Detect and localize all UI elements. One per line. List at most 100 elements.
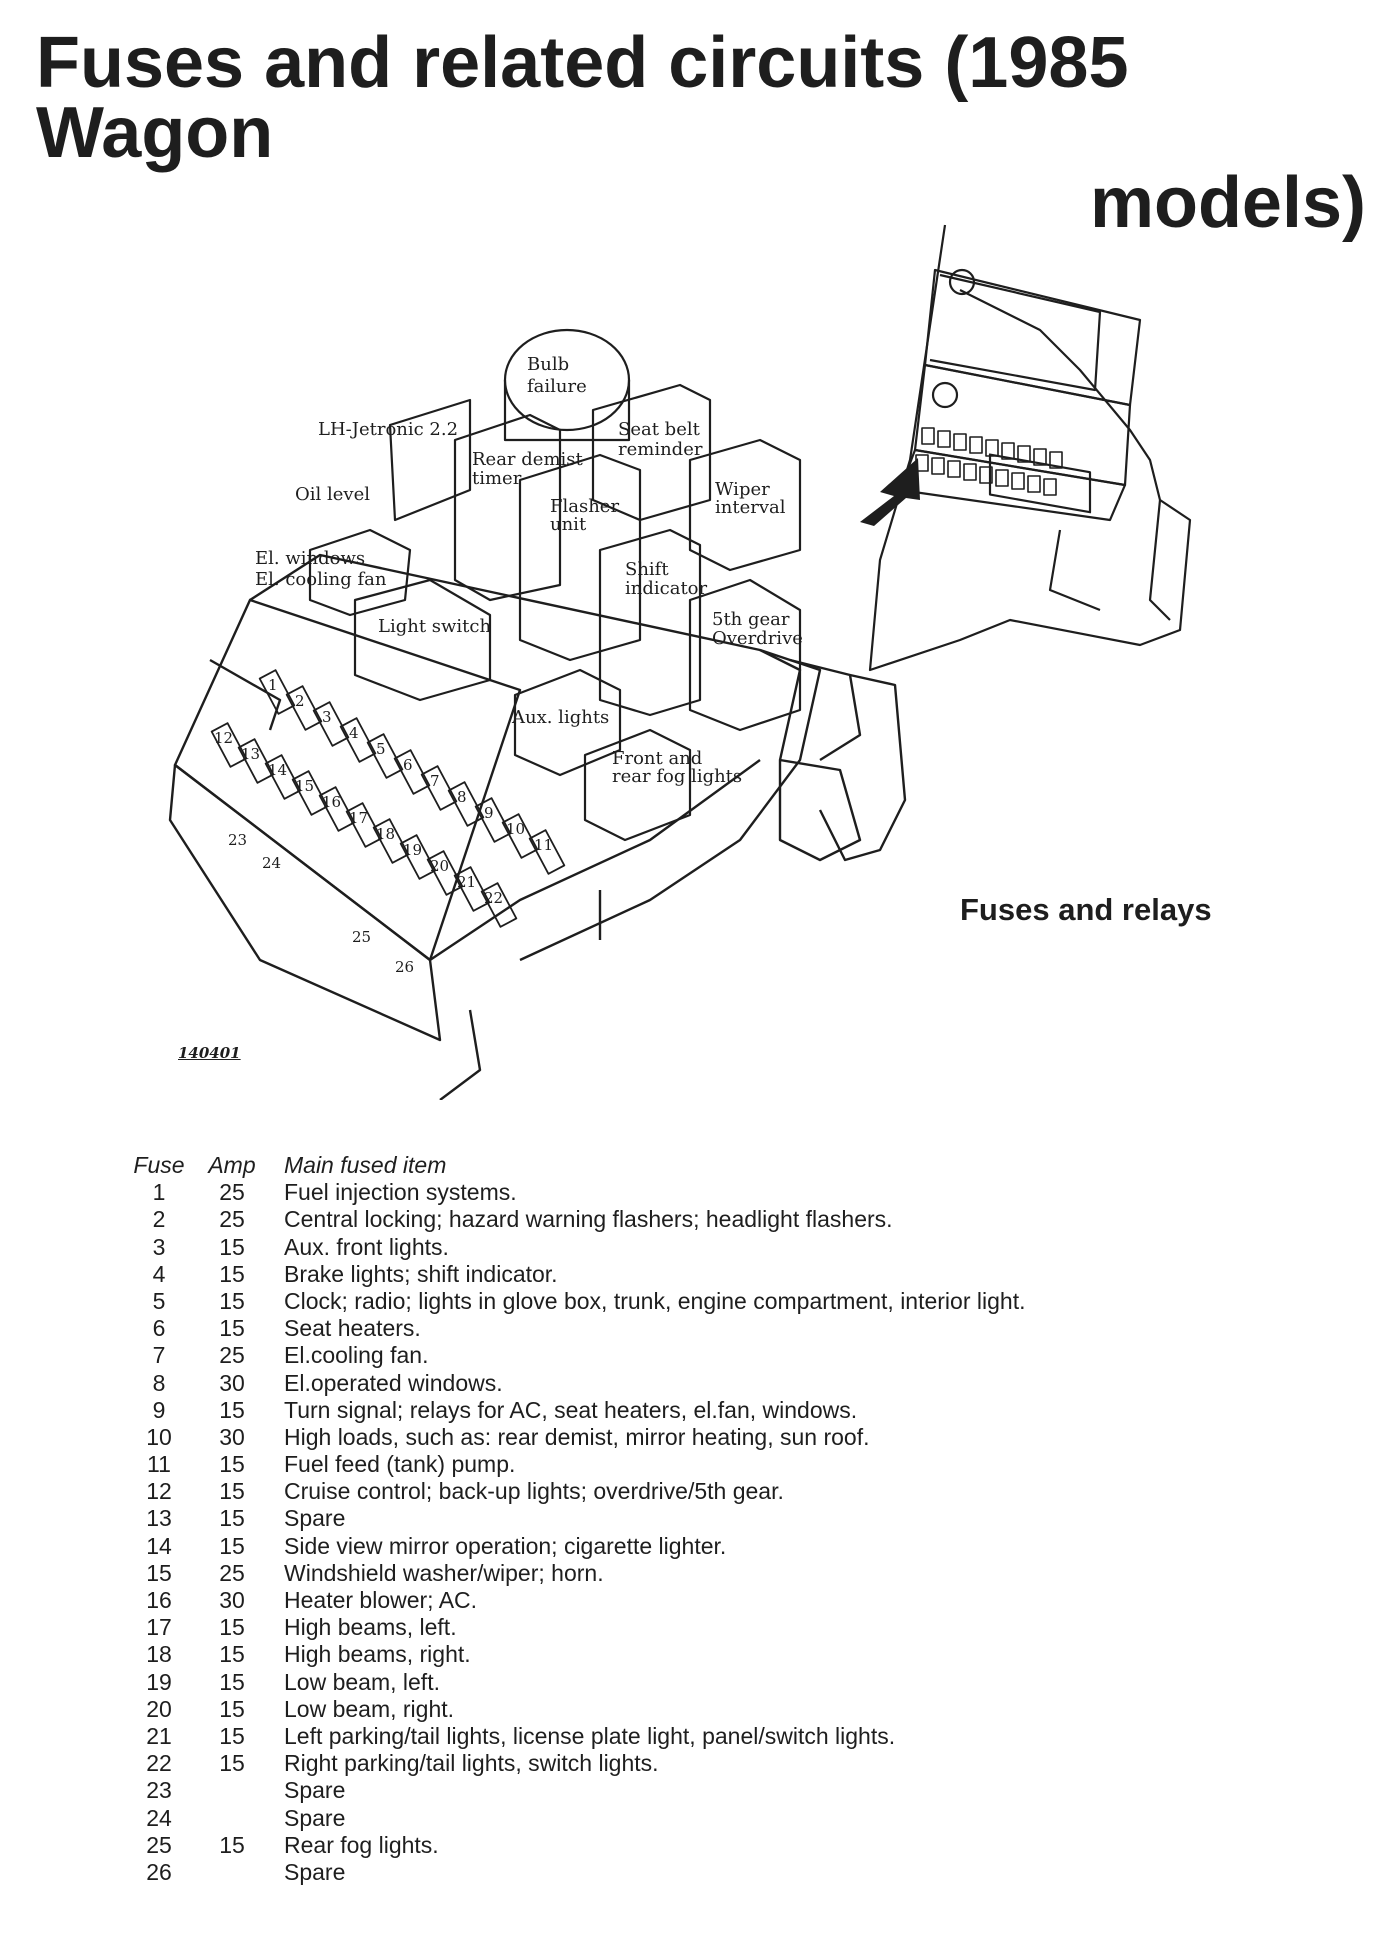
amp-cell: 15	[219, 1315, 245, 1342]
relay-blocks	[308, 328, 802, 842]
fused-item-cell: Fuel injection systems.	[284, 1179, 517, 1206]
fuse-number-17: 17	[349, 809, 368, 827]
header-main-fused-item: Main fused item	[284, 1152, 447, 1178]
fuse-number-cell: 26	[146, 1858, 172, 1885]
amp-cell: 15	[219, 1260, 245, 1287]
fuse-slots	[210, 669, 566, 928]
relay-wiper-interval-label-1: Wiper	[715, 479, 770, 500]
fuse-number-4: 4	[349, 724, 359, 742]
fused-item-cell: Windshield washer/wiper; horn.	[284, 1559, 604, 1586]
fused-item-cell: Spare	[284, 1505, 346, 1532]
amp-cell: 15	[219, 1750, 245, 1777]
fuse-table-header: Fuse Amp Main fused item	[128, 1152, 1128, 1179]
fused-item-cell: Heater blower; AC.	[284, 1587, 478, 1613]
relay-flasher-unit-label-1: Flasher	[550, 496, 619, 517]
amp-cell: 15	[219, 1451, 245, 1478]
page-title-line2: models)	[1089, 163, 1366, 243]
page-title-line1: Fuses and related circuits (1985 Wagon	[36, 23, 1129, 173]
amp-cell	[190, 1777, 274, 1804]
fuse-number-cell: 2	[152, 1206, 166, 1233]
fuse-number-cell: 25	[146, 1831, 172, 1858]
fuse-table: Fuse Amp Main fused item 1 25 Fuel injecti…	[128, 1152, 1128, 1886]
amp-cell: 15	[219, 1505, 245, 1532]
relay-fog-lights-label-1: Front and	[612, 748, 702, 769]
amp-cell: 15	[219, 1396, 245, 1423]
fuse-box-illustration: Bulb failure LH-Jetronic 2.2 Seat belt r…	[168, 224, 1192, 1101]
fuse-box-diagram: Bulb failure LH-Jetronic 2.2 Seat belt r…	[0, 200, 1393, 1101]
fuse-number-20: 20	[430, 857, 449, 875]
relay-fog-lights-label-2: rear fog lights	[612, 766, 742, 787]
fuse-number-26: 26	[395, 958, 414, 976]
fuse-number-18: 18	[376, 825, 395, 843]
relay-oil-level-label: Oil level	[295, 484, 370, 505]
fuse-number-23: 23	[228, 831, 247, 849]
relay-bulb-failure-label-2: failure	[527, 376, 587, 397]
fused-item-cell: High beams, right.	[284, 1641, 471, 1668]
fuse-number-cell: 24	[146, 1804, 172, 1831]
fuse-number-21: 21	[457, 873, 476, 891]
amp-cell: 15	[219, 1722, 245, 1749]
header-amp: Amp	[208, 1152, 256, 1178]
fused-item-cell: Turn signal; relays for AC, seat heaters…	[284, 1396, 858, 1423]
relay-aux-lights-label: Aux. lights	[511, 707, 609, 728]
header-fuse: Fuse	[133, 1152, 185, 1178]
fused-item-cell: Right parking/tail lights, switch lights…	[284, 1750, 659, 1777]
fuse-number-14: 14	[268, 761, 287, 779]
amp-cell	[190, 1859, 274, 1886]
fuse-number-7: 7	[430, 772, 440, 790]
fuse-number-cell: 7	[152, 1342, 166, 1369]
amp-cell: 15	[219, 1287, 245, 1314]
fuse-box-body	[168, 328, 907, 1101]
relay-light-switch-label: Light switch	[378, 616, 491, 637]
amp-cell: 15	[219, 1233, 245, 1260]
amp-cell: 25	[219, 1559, 245, 1586]
fused-item-cell: Low beam, right.	[284, 1695, 455, 1722]
fused-item-cell: Low beam, left.	[284, 1668, 440, 1695]
fuse-number-15: 15	[295, 777, 314, 795]
fuse-number-5: 5	[376, 740, 386, 758]
dashboard-inset	[868, 224, 1192, 672]
relay-el-windows-label: El. windows	[255, 548, 365, 569]
amp-cell: 30	[219, 1369, 245, 1396]
relay-labels: Bulb failure LH-Jetronic 2.2 Seat belt r…	[255, 354, 803, 787]
amp-cell: 30	[219, 1587, 245, 1613]
fused-item-cell: Brake lights; shift indicator.	[284, 1260, 558, 1287]
fuse-number-cell: 19	[146, 1668, 172, 1695]
relay-rear-demist-label-1: Rear demist	[472, 449, 584, 470]
table-row: 13 15 Spare	[128, 1505, 1128, 1532]
fuse-number-cell: 1	[152, 1179, 166, 1206]
fuse-number-cell: 18	[146, 1641, 172, 1668]
fuse-number-19: 19	[403, 841, 422, 859]
relay-5th-gear-label-1: 5th gear	[712, 609, 790, 630]
amp-cell: 15	[219, 1668, 245, 1695]
relay-seat-belt-label-2: reminder	[618, 439, 703, 460]
relay-bulb-failure-label-1: Bulb	[527, 354, 569, 375]
fused-item-cell: El.cooling fan.	[284, 1342, 429, 1369]
fuse-number-cell: 6	[152, 1315, 166, 1342]
fuse-number-cell: 22	[146, 1750, 172, 1777]
relay-rear-demist-label-2: timer	[472, 468, 522, 489]
relay-el-cooling-fan-label: El. cooling fan	[255, 569, 387, 590]
fuse-number-10: 10	[506, 820, 525, 838]
amp-cell: 25	[219, 1179, 245, 1206]
fused-item-cell: Spare	[284, 1804, 346, 1831]
fuse-number-cell: 14	[146, 1532, 172, 1559]
fuse-number-8: 8	[457, 788, 467, 806]
amp-cell: 15	[219, 1641, 245, 1668]
amp-cell: 15	[219, 1478, 245, 1505]
table-row: 24 Spare	[128, 1805, 1128, 1832]
fuse-number-cell: 13	[146, 1505, 172, 1532]
